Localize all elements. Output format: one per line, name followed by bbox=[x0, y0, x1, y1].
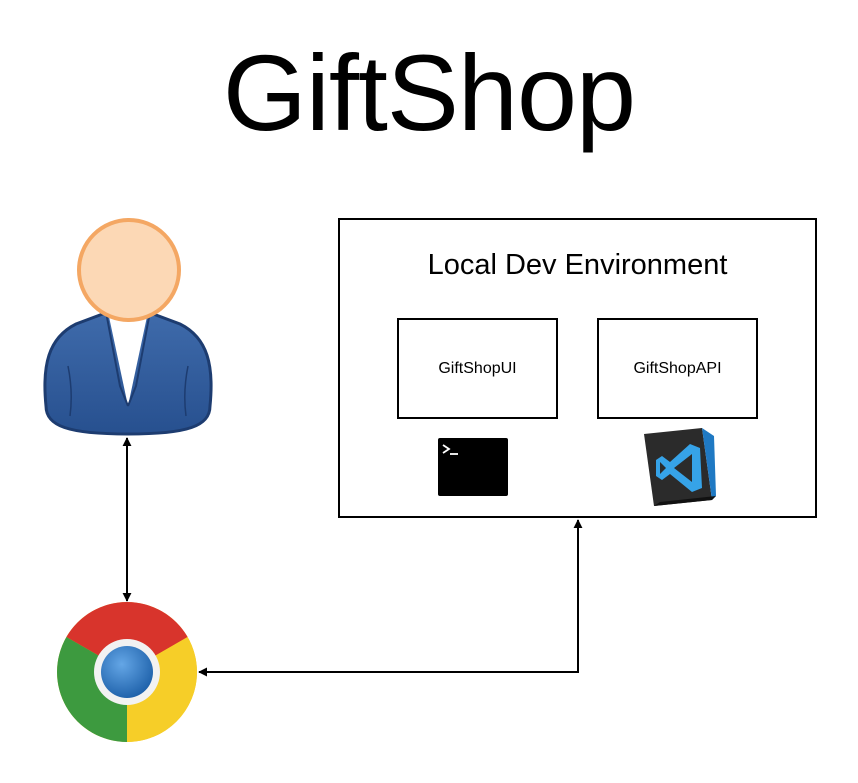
terminal-icon bbox=[438, 438, 508, 496]
giftshop-api-label: GiftShopAPI bbox=[633, 359, 722, 377]
user-icon bbox=[43, 218, 213, 436]
diagram-title: GiftShop bbox=[222, 32, 636, 153]
chrome-icon bbox=[57, 602, 197, 742]
browser-environment-connector bbox=[198, 519, 583, 677]
environment-title: Local Dev Environment bbox=[427, 249, 728, 281]
giftshop-ui-box: GiftShopUI bbox=[397, 318, 558, 419]
giftshop-api-box: GiftShopAPI bbox=[597, 318, 758, 419]
vscode-icon bbox=[644, 428, 716, 506]
giftshop-ui-label: GiftShopUI bbox=[438, 359, 517, 377]
local-dev-environment-box bbox=[338, 218, 817, 518]
